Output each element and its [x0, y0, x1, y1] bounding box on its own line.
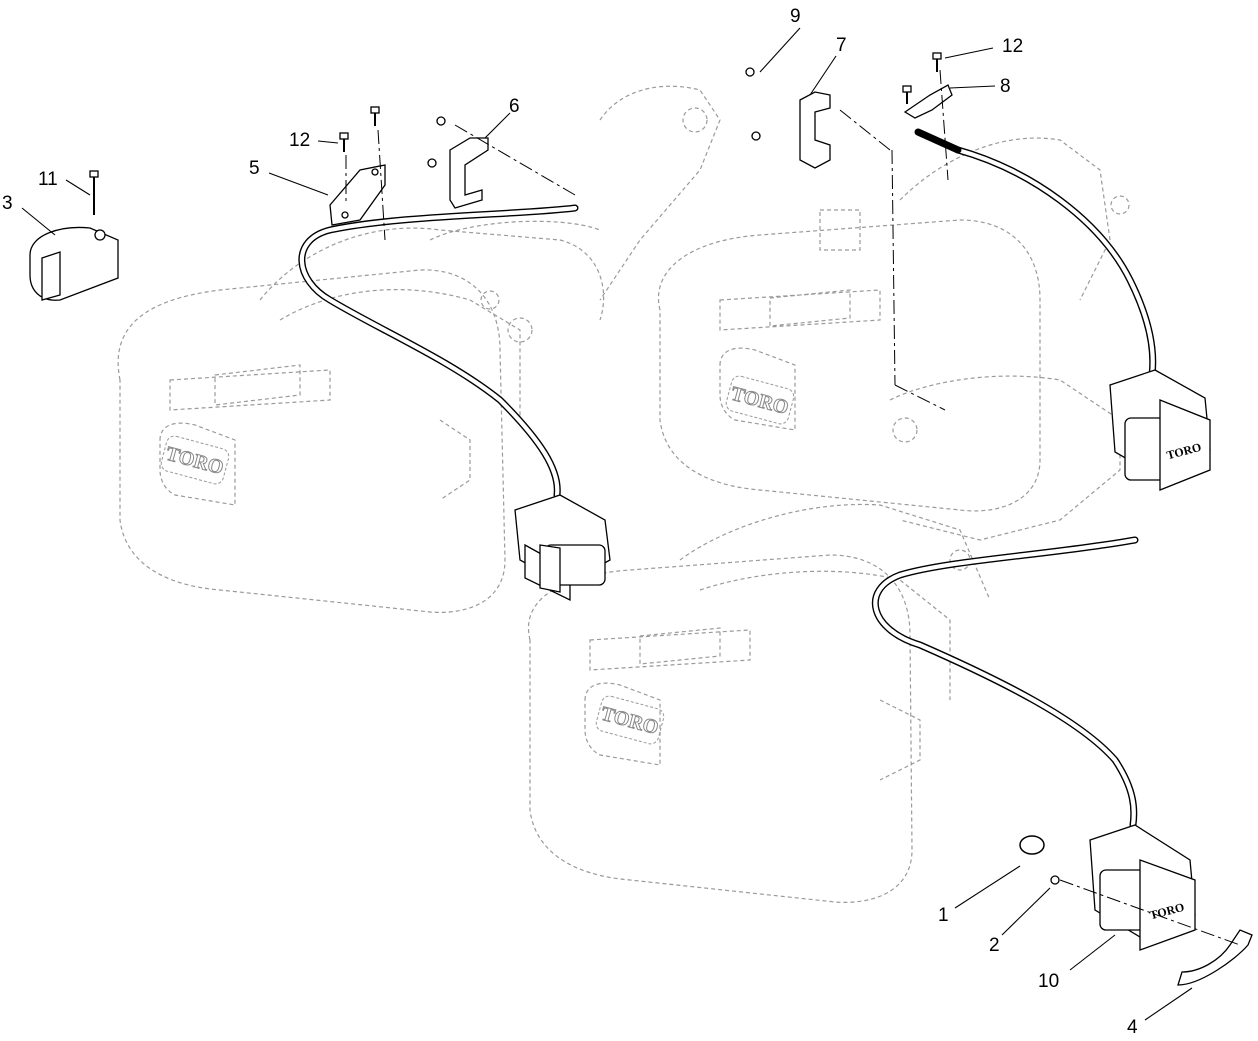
motor-left	[514, 494, 611, 602]
callout-4: 4	[1127, 1017, 1138, 1038]
part-1-oring	[1019, 835, 1045, 855]
leader-lines	[21, 27, 1193, 1021]
cutting-unit-right	[657, 137, 1130, 541]
callout-12-right: 12	[1002, 36, 1024, 57]
brand-logos: TORO TORO TORO	[160, 375, 795, 745]
part-3-weight	[29, 226, 119, 301]
assembly-lines	[345, 69, 1241, 946]
callout-11: 11	[38, 169, 58, 190]
logo-text-2: TORO	[729, 383, 791, 419]
callout-12-left: 12	[289, 130, 311, 151]
callout-1: 1	[938, 905, 949, 926]
callout-7: 7	[836, 35, 847, 56]
callout-5: 5	[249, 158, 260, 179]
cutting-unit-center	[527, 503, 991, 903]
part-5-bracket	[329, 164, 386, 226]
part-4-guard	[1177, 929, 1253, 986]
callout-8: 8	[1000, 76, 1011, 97]
callout-10: 10	[1038, 971, 1060, 992]
motor-bottom: TORO	[1089, 824, 1196, 951]
part-7-bracket	[745, 67, 831, 169]
callout-9: 9	[790, 6, 801, 27]
hydraulic-hoses	[298, 128, 1157, 829]
callout-2: 2	[989, 935, 1000, 956]
part-12-screws-right	[902, 52, 942, 104]
part-6-bracket	[427, 116, 489, 209]
part-2-plug	[1050, 875, 1060, 885]
cutting-unit-left	[117, 85, 721, 613]
part-8-clamp	[903, 84, 953, 119]
logo-text-1: TORO	[164, 443, 226, 479]
logo-text-3: TORO	[599, 703, 661, 739]
motor-right: TORO	[1109, 369, 1211, 491]
part-12-screws-left	[339, 106, 380, 152]
callout-3: 3	[2, 193, 13, 214]
part-11-bolt	[89, 170, 99, 215]
callout-6: 6	[509, 96, 520, 117]
